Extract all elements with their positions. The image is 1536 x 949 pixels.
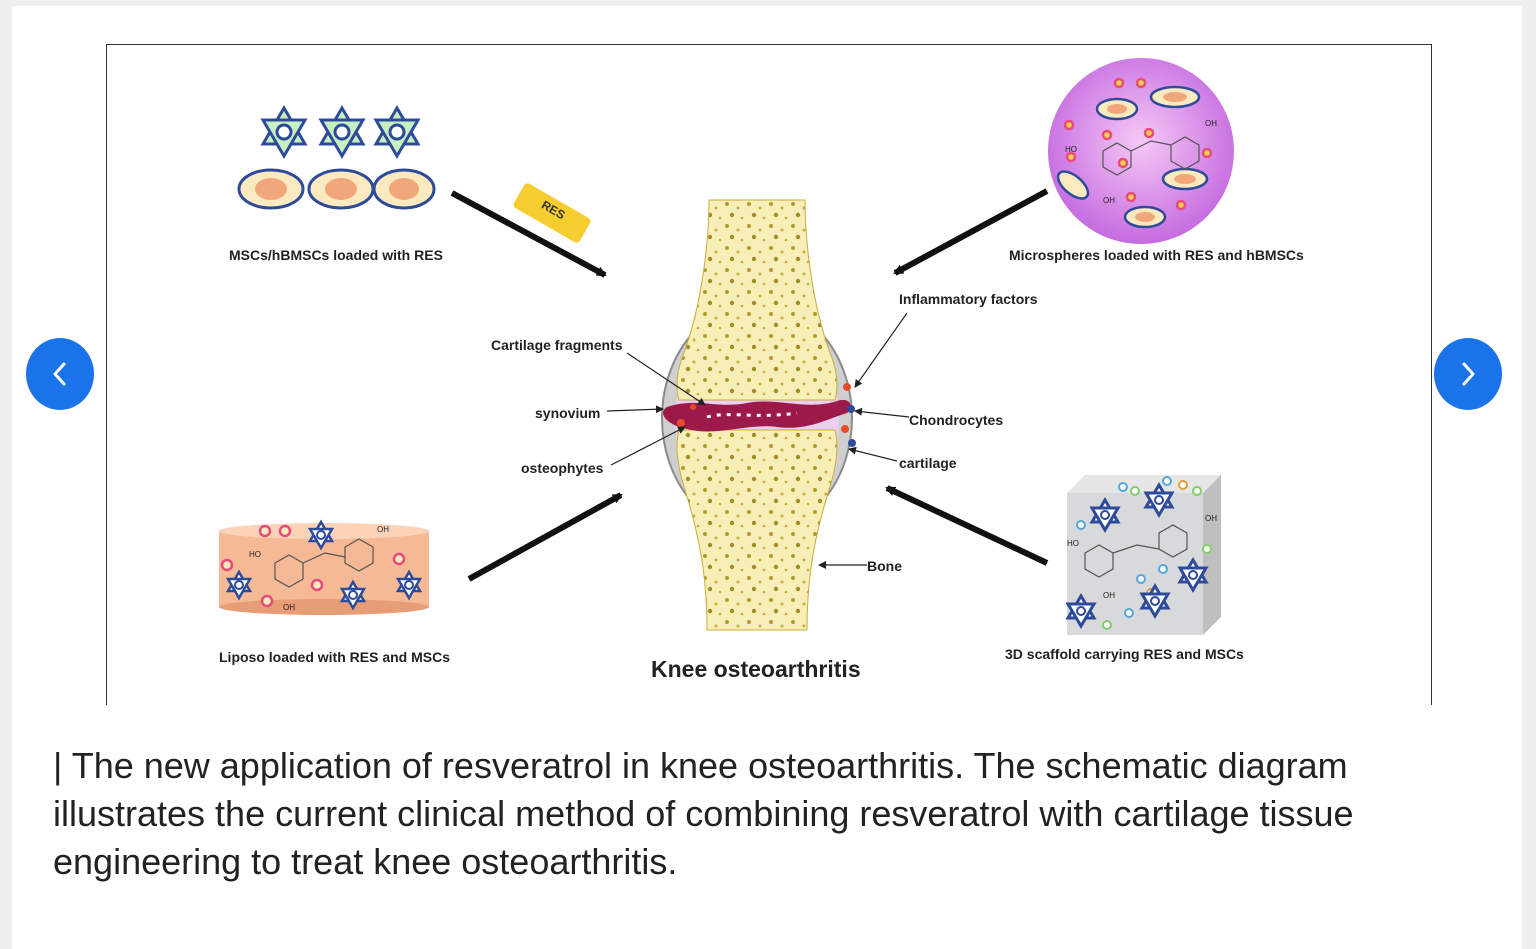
next-button[interactable] [1434,338,1502,410]
pointer-cartilage [848,446,898,462]
msc-group [237,105,436,210]
msc-star-icon [1177,557,1209,593]
figure-title: Knee osteoarthritis [651,656,861,682]
knee-joint [661,199,856,631]
scaffold-cube [1065,475,1221,635]
msc-star-icon [260,105,308,159]
pointer-osteophytes [610,426,686,466]
msc-star-icon [1089,497,1121,533]
chevron-left-icon [53,362,66,386]
label-synovium: synovium [535,405,601,421]
liposome [219,519,429,615]
label-bone: Bone [867,558,902,574]
label-microspheres: Microspheres loaded with RES and hBMSCs [1009,247,1304,263]
pointer-chondrocytes [854,407,910,418]
label-cartilage-fragments: Cartilage fragments [491,337,623,353]
label-inflammatory: Inflammatory factors [899,291,1038,307]
cell-icon [307,168,375,210]
msc-star-icon [1143,482,1175,518]
msc-star-icon [318,105,366,159]
cell-icon [372,168,436,210]
msc-star-icon [1065,593,1097,629]
figure-caption: | The new application of resveratrol in … [53,745,1354,882]
label-cartilage: cartilage [899,455,957,471]
msc-star-icon [339,579,367,611]
molecule-oh-label: OH [1103,591,1115,600]
cell-icon [237,168,305,210]
msc-star-icon [1139,583,1171,619]
molecule-oh-label: OH [283,603,295,612]
chevron-right-icon [1462,362,1475,386]
label-scaffold: 3D scaffold carrying RES and MSCs [1005,646,1244,662]
molecule-ho-label: HO [249,550,261,559]
msc-star-icon [307,519,335,551]
molecule-oh-label: OH [1205,119,1217,128]
schematic-diagram [219,58,1234,635]
pointer-cartilage-fragments [626,352,706,406]
res-tag [513,183,591,243]
arrow-top-right [893,188,1049,276]
arrow-bottom-right [885,485,1049,566]
label-chondrocytes: Chondrocytes [909,412,1004,428]
pointer-synovium [606,405,664,414]
msc-star-icon [395,569,423,601]
msc-star-icon [225,569,253,601]
figure-panel: RES MSCs/hBMSCs loaded with RES Microsph… [106,44,1432,705]
molecule-ho-label: HO [1065,145,1077,154]
prev-button[interactable] [26,338,94,410]
molecule-oh-label: OH [1205,514,1217,523]
pointer-inflammatory [854,312,908,388]
msc-star-icon [373,105,421,159]
molecule-oh-label: OH [377,525,389,534]
label-liposo: Liposo loaded with RES and MSCs [219,649,451,665]
label-osteophytes: osteophytes [521,460,604,476]
label-mscs: MSCs/hBMSCs loaded with RES [229,247,443,263]
molecule-oh-label: OH [1103,196,1115,205]
arrow-bottom-left [467,492,623,582]
microsphere [1048,58,1234,244]
molecule-ho-label: HO [1067,539,1079,548]
arrow-top-left [450,190,607,278]
